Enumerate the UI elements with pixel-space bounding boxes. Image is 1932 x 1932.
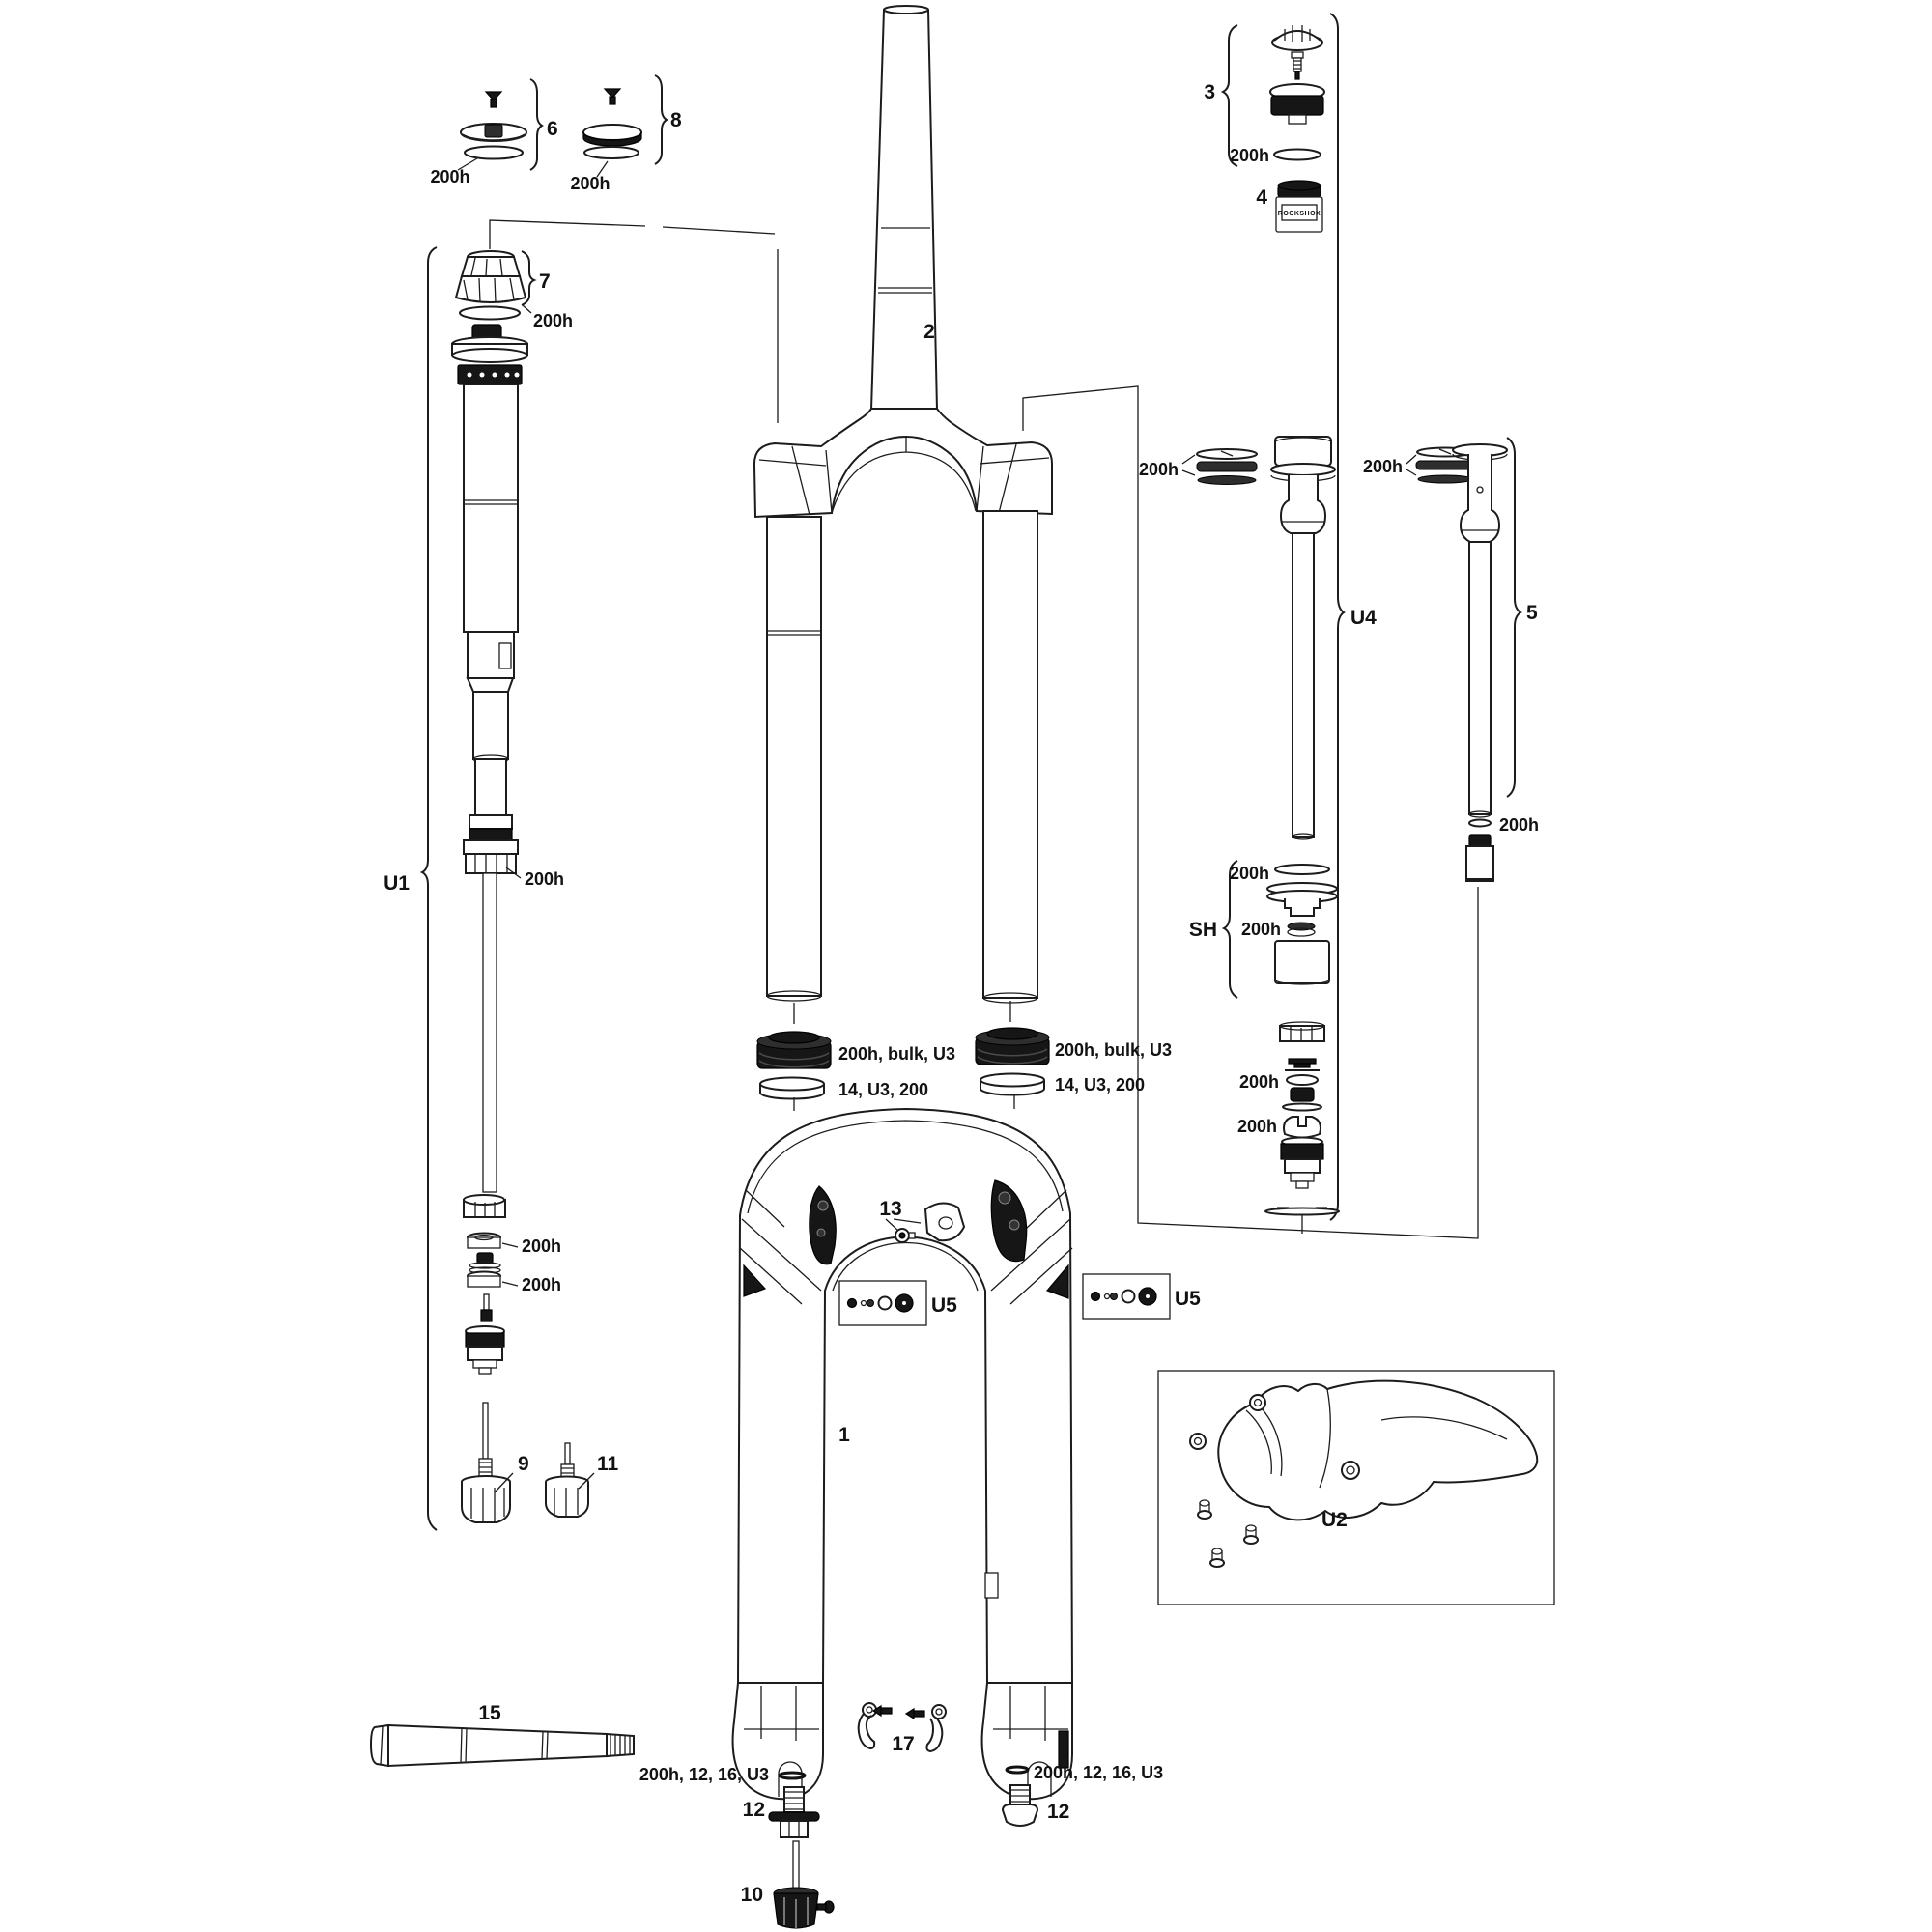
- part-17-label: 17: [892, 1733, 914, 1755]
- part-8-topcap-group: 8 200h: [570, 74, 682, 193]
- u5-kit-left: U5: [838, 1280, 957, 1326]
- part-2-label: 2: [923, 321, 935, 343]
- part-4-brand-text: ROCKSHOX: [1278, 211, 1321, 217]
- u4-glidering-label: 200h: [1237, 1117, 1277, 1136]
- part-12-label-left: 12: [743, 1799, 765, 1821]
- u1-label: U1: [384, 872, 410, 895]
- part-6-label: 6: [547, 118, 558, 140]
- seal-kit-label-left: 200h, bulk, U3: [838, 1044, 955, 1064]
- part-6-oring-label: 200h: [430, 167, 469, 186]
- part-12-right-group: 200h, 12, 16, U3 12: [1001, 1763, 1163, 1827]
- part-17-guides-group: 17: [857, 1702, 947, 1755]
- u1-damper-group: U1 7 200h 200h: [384, 246, 573, 1531]
- part-11-label: 11: [597, 1453, 619, 1475]
- u2-fender-group: U2: [1157, 1370, 1555, 1605]
- part-7-label: 7: [539, 270, 551, 293]
- sh-label: SH: [1189, 919, 1217, 941]
- leader-lines: [489, 219, 1479, 1239]
- part-7-oring-label: 200h: [533, 311, 573, 330]
- part-10-rebound-knob-group: 10: [741, 1840, 835, 1929]
- part-13-label: 13: [879, 1198, 901, 1220]
- part-5-seal-stack-label: 200h: [1363, 457, 1403, 476]
- foam-kit-label-right: 14, U3, 200: [1055, 1075, 1145, 1094]
- u1-spacer-label-2: 200h: [522, 1275, 561, 1294]
- part-11-rebound-knob: 11: [545, 1442, 619, 1518]
- part-4-label: 4: [1256, 186, 1267, 209]
- part-5-label: 5: [1526, 602, 1538, 624]
- part-8-oring-label: 200h: [570, 174, 610, 193]
- u1-spacer-label-1: 200h: [522, 1236, 561, 1256]
- sh-seal-label: 200h: [1241, 920, 1281, 939]
- part-1-label: 1: [838, 1424, 850, 1446]
- u5-label-right: U5: [1175, 1288, 1201, 1310]
- part-4-token-group: ROCKSHOX 4: [1256, 180, 1323, 233]
- part-15-axle-group: 15: [369, 1702, 635, 1768]
- dust-seal-left: [756, 1031, 832, 1069]
- u2-bolts: [1197, 1499, 1259, 1568]
- part-10-label: 10: [741, 1884, 763, 1906]
- part-12-label-right: 12: [1047, 1801, 1069, 1823]
- dust-seal-right: [975, 1027, 1050, 1065]
- damper-shaft-ring-label: 200h: [525, 869, 564, 889]
- axle-washer-label-right: 200h, 12, 16, U3: [1034, 1763, 1163, 1782]
- u5-kit-right: U5: [1082, 1273, 1201, 1320]
- seal-kit-label-right: 200h, bulk, U3: [1055, 1040, 1172, 1060]
- part-3-oring-label: 200h: [1230, 146, 1269, 165]
- u2-label: U2: [1321, 1509, 1348, 1531]
- u4-airshaft-group: U4 200h SH 200h 200h: [1139, 13, 1377, 1221]
- part-15-label: 15: [478, 1702, 501, 1724]
- part-5-airshaft-group: 200h 5 200h: [1363, 437, 1539, 882]
- u4-label: U4: [1350, 607, 1377, 629]
- part-3-aircap-group: 200h 3: [1204, 24, 1325, 167]
- part-12-left-group: 200h, 12, 16, U3 12: [639, 1765, 820, 1838]
- part-13-cable-guide-group: 13: [879, 1198, 966, 1243]
- u4-oring-label: 200h: [1239, 1072, 1279, 1092]
- part-6-topcap-group: 6 200h: [430, 78, 558, 186]
- sh-oring-label: 200h: [1230, 864, 1269, 883]
- foam-ring-right: [980, 1072, 1045, 1096]
- axle-washer-label-left: 200h, 12, 16, U3: [639, 1765, 769, 1784]
- crown-steerer-group: 2: [753, 5, 1053, 1004]
- lower-legs-group: 1: [731, 1107, 1074, 1801]
- part-5-ring-label: 200h: [1499, 815, 1539, 835]
- part-8-label: 8: [670, 109, 682, 131]
- u5-label-left: U5: [931, 1294, 957, 1317]
- foam-kit-label-left: 14, U3, 200: [838, 1080, 928, 1099]
- part-9-label: 9: [518, 1453, 529, 1475]
- part-3-label: 3: [1204, 81, 1215, 103]
- part-9-rebound-knob: 9: [461, 1402, 529, 1523]
- u4-seal-stack-label: 200h: [1139, 460, 1179, 479]
- foam-ring-left: [759, 1076, 825, 1100]
